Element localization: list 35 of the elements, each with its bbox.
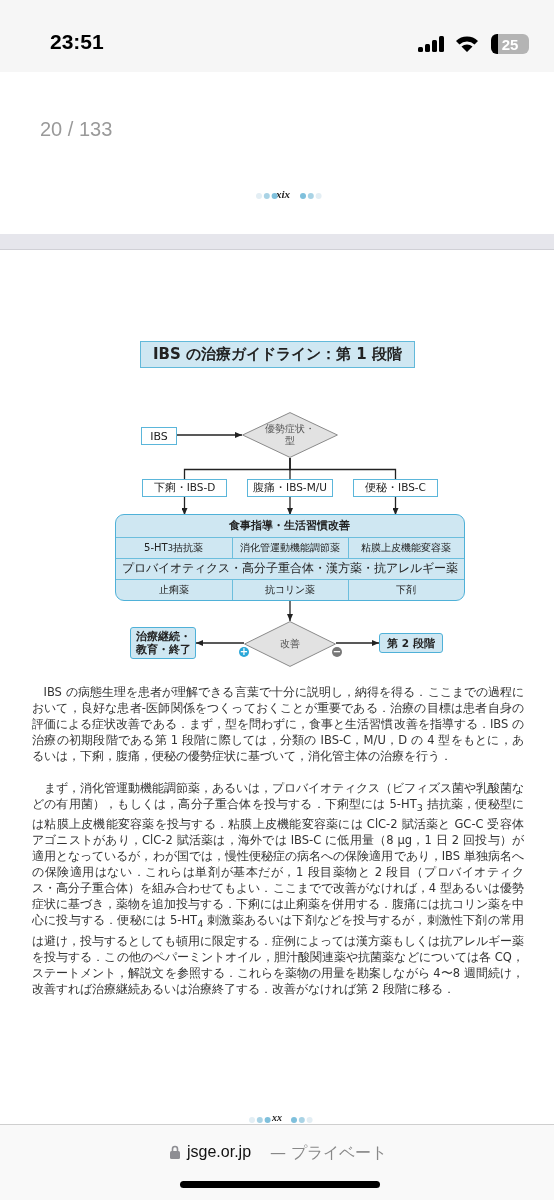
body-paragraph: まず，消化管運動機能調節薬，あるいは，プロバイオティクス（ビフィズス菌や乳酸菌などの有用菌），もしくは，高分子重合体を投与する．下痢型には 5-HT$_{3}$ 拮抗薬，便秘型には粘膜上皮機能変容薬を投与する．粘膜上皮機能変容薬には ClC-2 賦活薬と GC-C 受容体アゴニストがあり，ClC-2 賦活薬は，海外では IBS-C に低用量（8 μg，1 日 2 回投与）が適用となっているが，わが国では，慢性便秘症の病名への保険適用であり，IBS 単独病名への保険適用はない．これらは単剤が基本だが，1 段目薬物と 2 段目（プロバイオティクス・高分子重合体）を組み合わせてもよい．ここまでで改善がなければ，4 型あるいは優勢症状に基づき，薬物を追加投与する．下痢には止痢薬を併用する．腹痛には抗コリン薬を中心に投与する．便秘には 5-HT$_{4}$ 刺激薬あるいは下剤などを投与するが，刺激性下剤の常用は避け，投与するとしても頓用に限定する．症例によっては漢方薬もしくは抗アレルギー薬を投与する．この他のペパーミントオイル，胆汁酸関連薬や抗菌薬などについては各 CQ，ステートメント，解説文を参照する．これらを薬物の用量を勘案しながら 4〜8 週間続け，改善すれば治療継続あるいは治療終了する．改善がなければ第 2 段階に移る． xyxy=(32,780,524,997)
title-box: IBS の治療ガイドライン：第 1 段階 xyxy=(140,341,415,368)
treatment-table xyxy=(114,513,465,601)
category-box: 便秘・IBS-C xyxy=(353,479,438,497)
page-counter: 20 / 133 xyxy=(40,118,113,141)
arrow xyxy=(335,640,380,646)
table-cell: 粘膜上皮機能変容薬 xyxy=(347,536,464,558)
edge-label: − xyxy=(332,647,342,657)
page-number: xx xyxy=(272,1112,282,1123)
table-heading: 食事指導・生活習慣改善 xyxy=(228,517,351,533)
table-cell: プロバイオティクス・高分子重合体・漢方薬・抗アレルギー薬 xyxy=(115,557,464,579)
battery-indicator: 25 xyxy=(491,34,529,54)
category-box: 下痢・IBS-D xyxy=(142,479,227,497)
body-paragraph: IBS の病態生理を患者が理解できる言葉で十分に説明し，納得を得る．ここまでの過程において，良好な患者-医師関係をつくっておくことが重要である．治療の目標は患者自身の評価による症状改善である．まず，型を問わずに，食事と生活習慣改善を指導する．IBS の治療の初期段階である第 1 段階に際しては，分類の IBS-C，M/U，D の 4 型をもとに，あるいは，下痢，腹痛，便秘の優勢症状に基づいて，消化管主体の治療を行う． xyxy=(32,684,524,764)
arrow xyxy=(392,496,399,516)
arrow xyxy=(176,432,243,438)
outcome-box: 第 2 段階 xyxy=(379,633,443,653)
table-cell: 下剤 xyxy=(347,578,464,600)
arrow xyxy=(287,496,293,516)
url-text: jsge.or.jp xyxy=(187,1143,252,1161)
category-box: 腹痛・IBS-M/U xyxy=(247,479,333,497)
privacy-label: — プライベート xyxy=(270,1143,388,1164)
page-number: xix xyxy=(276,188,291,200)
arrow xyxy=(287,599,293,622)
table-cell: 消化管運動機能調節薬 xyxy=(231,536,348,558)
table-cell: 抗コリン薬 xyxy=(231,578,348,600)
edge-label: + xyxy=(239,647,249,657)
connector-line xyxy=(289,457,397,480)
arrow xyxy=(181,496,188,516)
category-box: IBS xyxy=(141,427,177,445)
clock-time: 23:51 xyxy=(50,30,104,54)
arrow xyxy=(195,640,245,646)
outcome-box: 治療継続・教育・終了 xyxy=(130,627,196,659)
decision-diamond: 優勢症状・型 xyxy=(242,412,338,458)
table-cell: 止痢薬 xyxy=(115,578,232,600)
